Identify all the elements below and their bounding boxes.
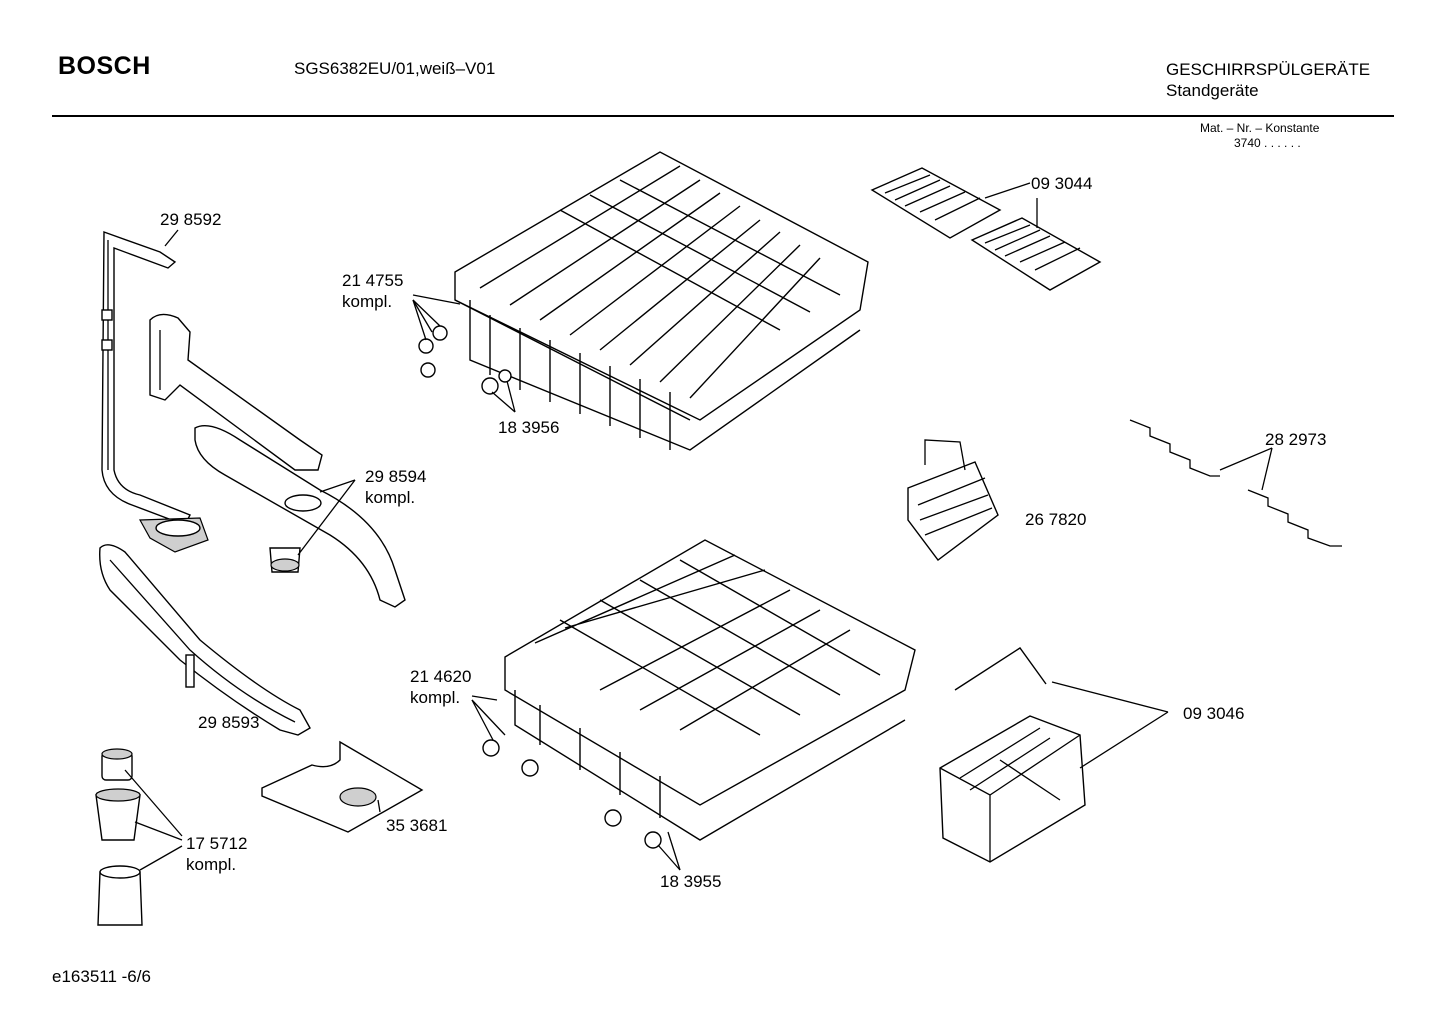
part-label-183955: 18 3955 — [660, 872, 722, 891]
material-constant-value: 3740 . . . . . . — [1234, 136, 1301, 150]
part-label-298592: 29 8592 — [160, 210, 222, 229]
part-label-298593: 29 8593 — [198, 713, 260, 732]
cutlery-basket-small-drawing — [907, 439, 999, 561]
part-label-298594-sub: kompl. — [365, 488, 416, 507]
document-code: e163511 -6/6 — [52, 967, 151, 986]
leader-lines — [124, 182, 1273, 871]
part-label-093046: 09 3046 — [1183, 704, 1245, 723]
part-label-175712: 17 5712 — [186, 834, 248, 853]
lower-basket-drawing — [504, 539, 916, 841]
header-divider — [52, 115, 1394, 117]
material-constant-label: Mat. – Nr. – Konstante — [1200, 121, 1320, 135]
upper-spray-pipe-drawing — [101, 231, 209, 553]
model-number: SGS6382EU/01,weiß–V01 — [294, 59, 496, 78]
category-title: GESCHIRRSPÜLGERÄTE — [1166, 60, 1371, 79]
upper-basket-drawing — [454, 151, 869, 451]
part-label-214755: 21 4755 — [342, 271, 404, 290]
part-label-214620-sub: kompl. — [410, 688, 461, 707]
filter-set-drawing — [95, 748, 143, 926]
part-label-298594: 29 8594 — [365, 467, 427, 486]
stair-racks-drawing — [1129, 419, 1342, 547]
upper-basket-rollers-drawing — [418, 325, 512, 395]
category: GESCHIRRSPÜLGERÄTE Standgeräte — [1166, 59, 1370, 101]
part-label-214620: 21 4620 — [410, 667, 472, 686]
part-label-267820: 26 7820 — [1025, 510, 1087, 529]
part-label-353681: 35 3681 — [386, 816, 448, 835]
knife-shelf-drawing — [870, 167, 1102, 291]
material-constant: Mat. – Nr. – Konstante 3740 . . . . . . — [1200, 121, 1319, 151]
part-label-183956: 18 3956 — [498, 418, 560, 437]
lower-spray-arm-drawing — [99, 544, 311, 736]
lower-basket-rollers-drawing — [482, 739, 662, 849]
part-label-214755-sub: kompl. — [342, 292, 393, 311]
filter-plate-drawing — [261, 740, 424, 833]
cutlery-basket-large-drawing — [939, 647, 1086, 863]
part-label-093044: 09 3044 — [1031, 174, 1093, 193]
category-subtitle: Standgeräte — [1166, 81, 1259, 100]
brand-logo: BOSCH — [58, 52, 151, 80]
part-label-175712-sub: kompl. — [186, 855, 237, 874]
middle-spray-arm-drawing — [149, 313, 406, 608]
part-label-282973: 28 2973 — [1265, 430, 1327, 449]
